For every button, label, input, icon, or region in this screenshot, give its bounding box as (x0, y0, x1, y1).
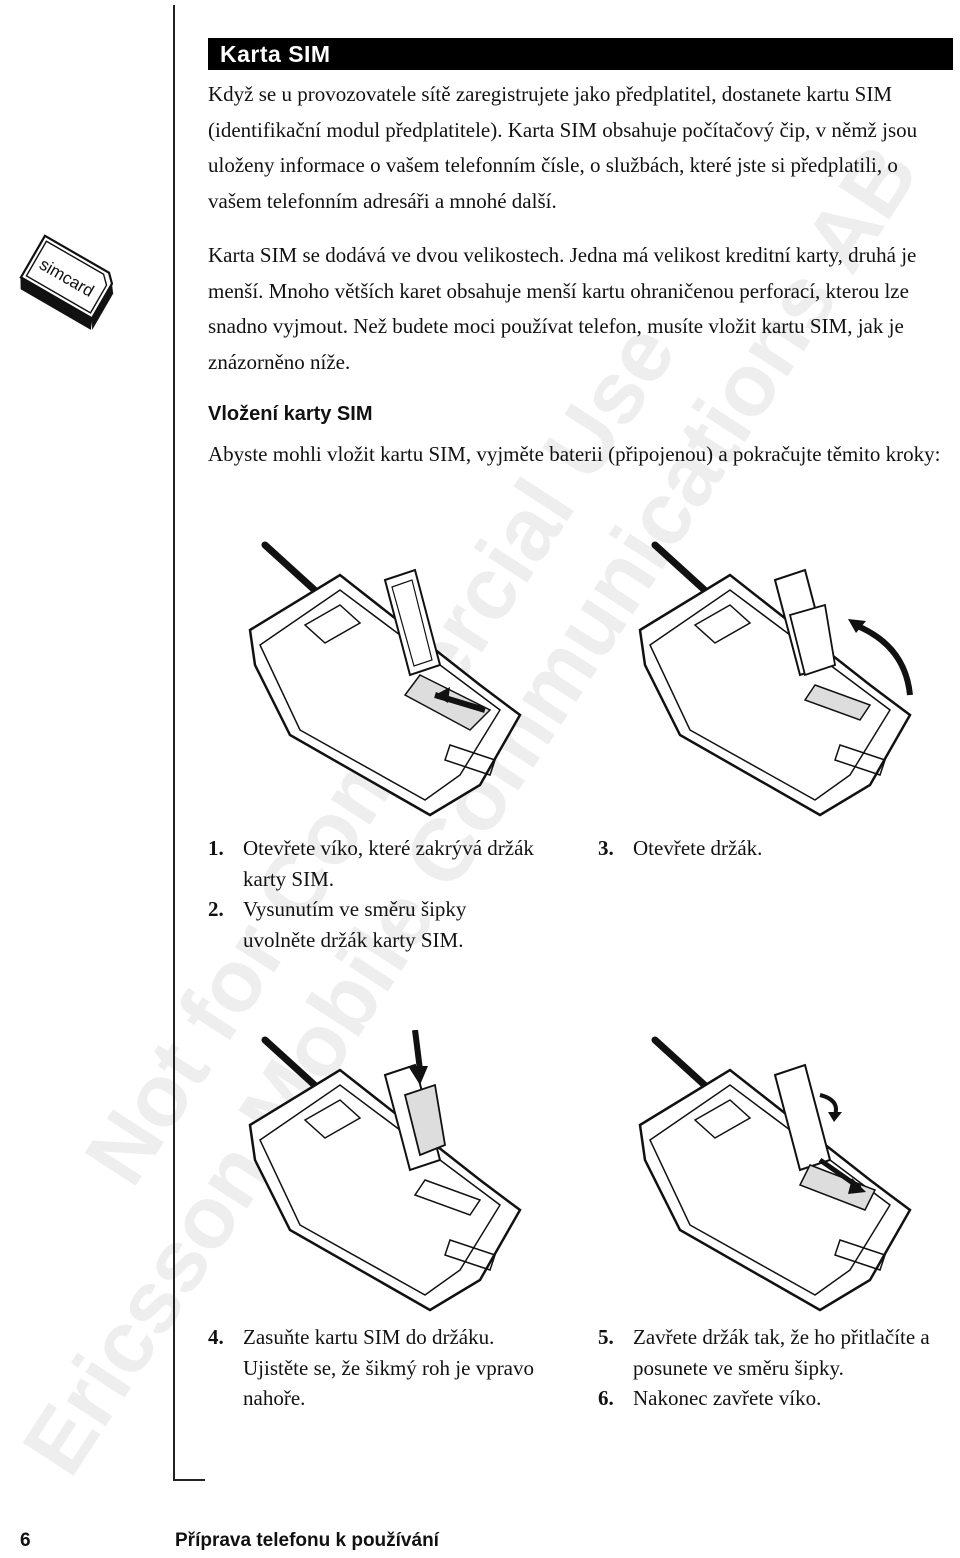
phone-illustration-steps-5-6 (638, 1036, 912, 1312)
step-text: Otevřete držák. (633, 836, 763, 860)
step-number: 2. (208, 897, 224, 921)
step-text: Vysunutím ve směru šipky uvolněte držák … (243, 897, 467, 952)
steps-list-b: 3. Otevřete držák. (598, 833, 938, 864)
step-item: 1. Otevřete víko, které zakrývá držák kar… (208, 833, 538, 894)
step-text: Zavřete držák tak, že ho přitlačíte a po… (633, 1325, 930, 1380)
step-text: Nakonec zavřete víko. (633, 1386, 822, 1410)
step-item: 2. Vysunutím ve směru šipky uvolněte držá… (208, 894, 538, 955)
chapter-title: Příprava telefonu k používání (175, 1530, 439, 1551)
step-item: 3. Otevřete držák. (598, 833, 938, 864)
step-item: 5. Zavřete držák tak, že ho přitlačíte a … (598, 1322, 953, 1383)
step-number: 3. (598, 836, 614, 860)
step-number: 6. (598, 1386, 614, 1410)
step-text: Otevřete víko, které zakrývá držák karty… (243, 836, 534, 891)
subsection-title: Vložení karty SIM (208, 403, 373, 425)
phone-illustration-step-3 (638, 541, 913, 817)
margin-rule (173, 5, 175, 1480)
margin-rule-foot (173, 1479, 205, 1481)
simcard-icon: simcard (2, 232, 120, 332)
sizes-paragraph: Karta SIM se dodává ve dvou velikostech.… (208, 243, 917, 374)
subsection-paragraph: Abyste mohli vložit kartu SIM, vyjměte b… (208, 442, 941, 466)
steps-list-c: 4. Zasuňte kartu SIM do držáku. Ujistěte … (208, 1322, 548, 1414)
intro-paragraph: Když se u provozovatele sítě zaregistruj… (208, 82, 918, 213)
section-title: Karta SIM (208, 38, 953, 70)
steps-list-d: 5. Zavřete držák tak, že ho přitlačíte a … (598, 1322, 953, 1414)
step-item: 6. Nakonec zavřete víko. (598, 1383, 953, 1414)
phone-illustration-step-4 (248, 1030, 522, 1312)
step-number: 1. (208, 836, 224, 860)
step-text: Zasuňte kartu SIM do držáku. Ujistěte se… (243, 1325, 535, 1410)
step-item: 4. Zasuňte kartu SIM do držáku. Ujistěte … (208, 1322, 548, 1414)
step-number: 4. (208, 1325, 224, 1349)
steps-list-a: 1. Otevřete víko, které zakrývá držák kar… (208, 833, 538, 955)
step-number: 5. (598, 1325, 614, 1349)
page-number: 6 (20, 1530, 31, 1551)
phone-illustration-steps-1-2 (248, 541, 522, 817)
